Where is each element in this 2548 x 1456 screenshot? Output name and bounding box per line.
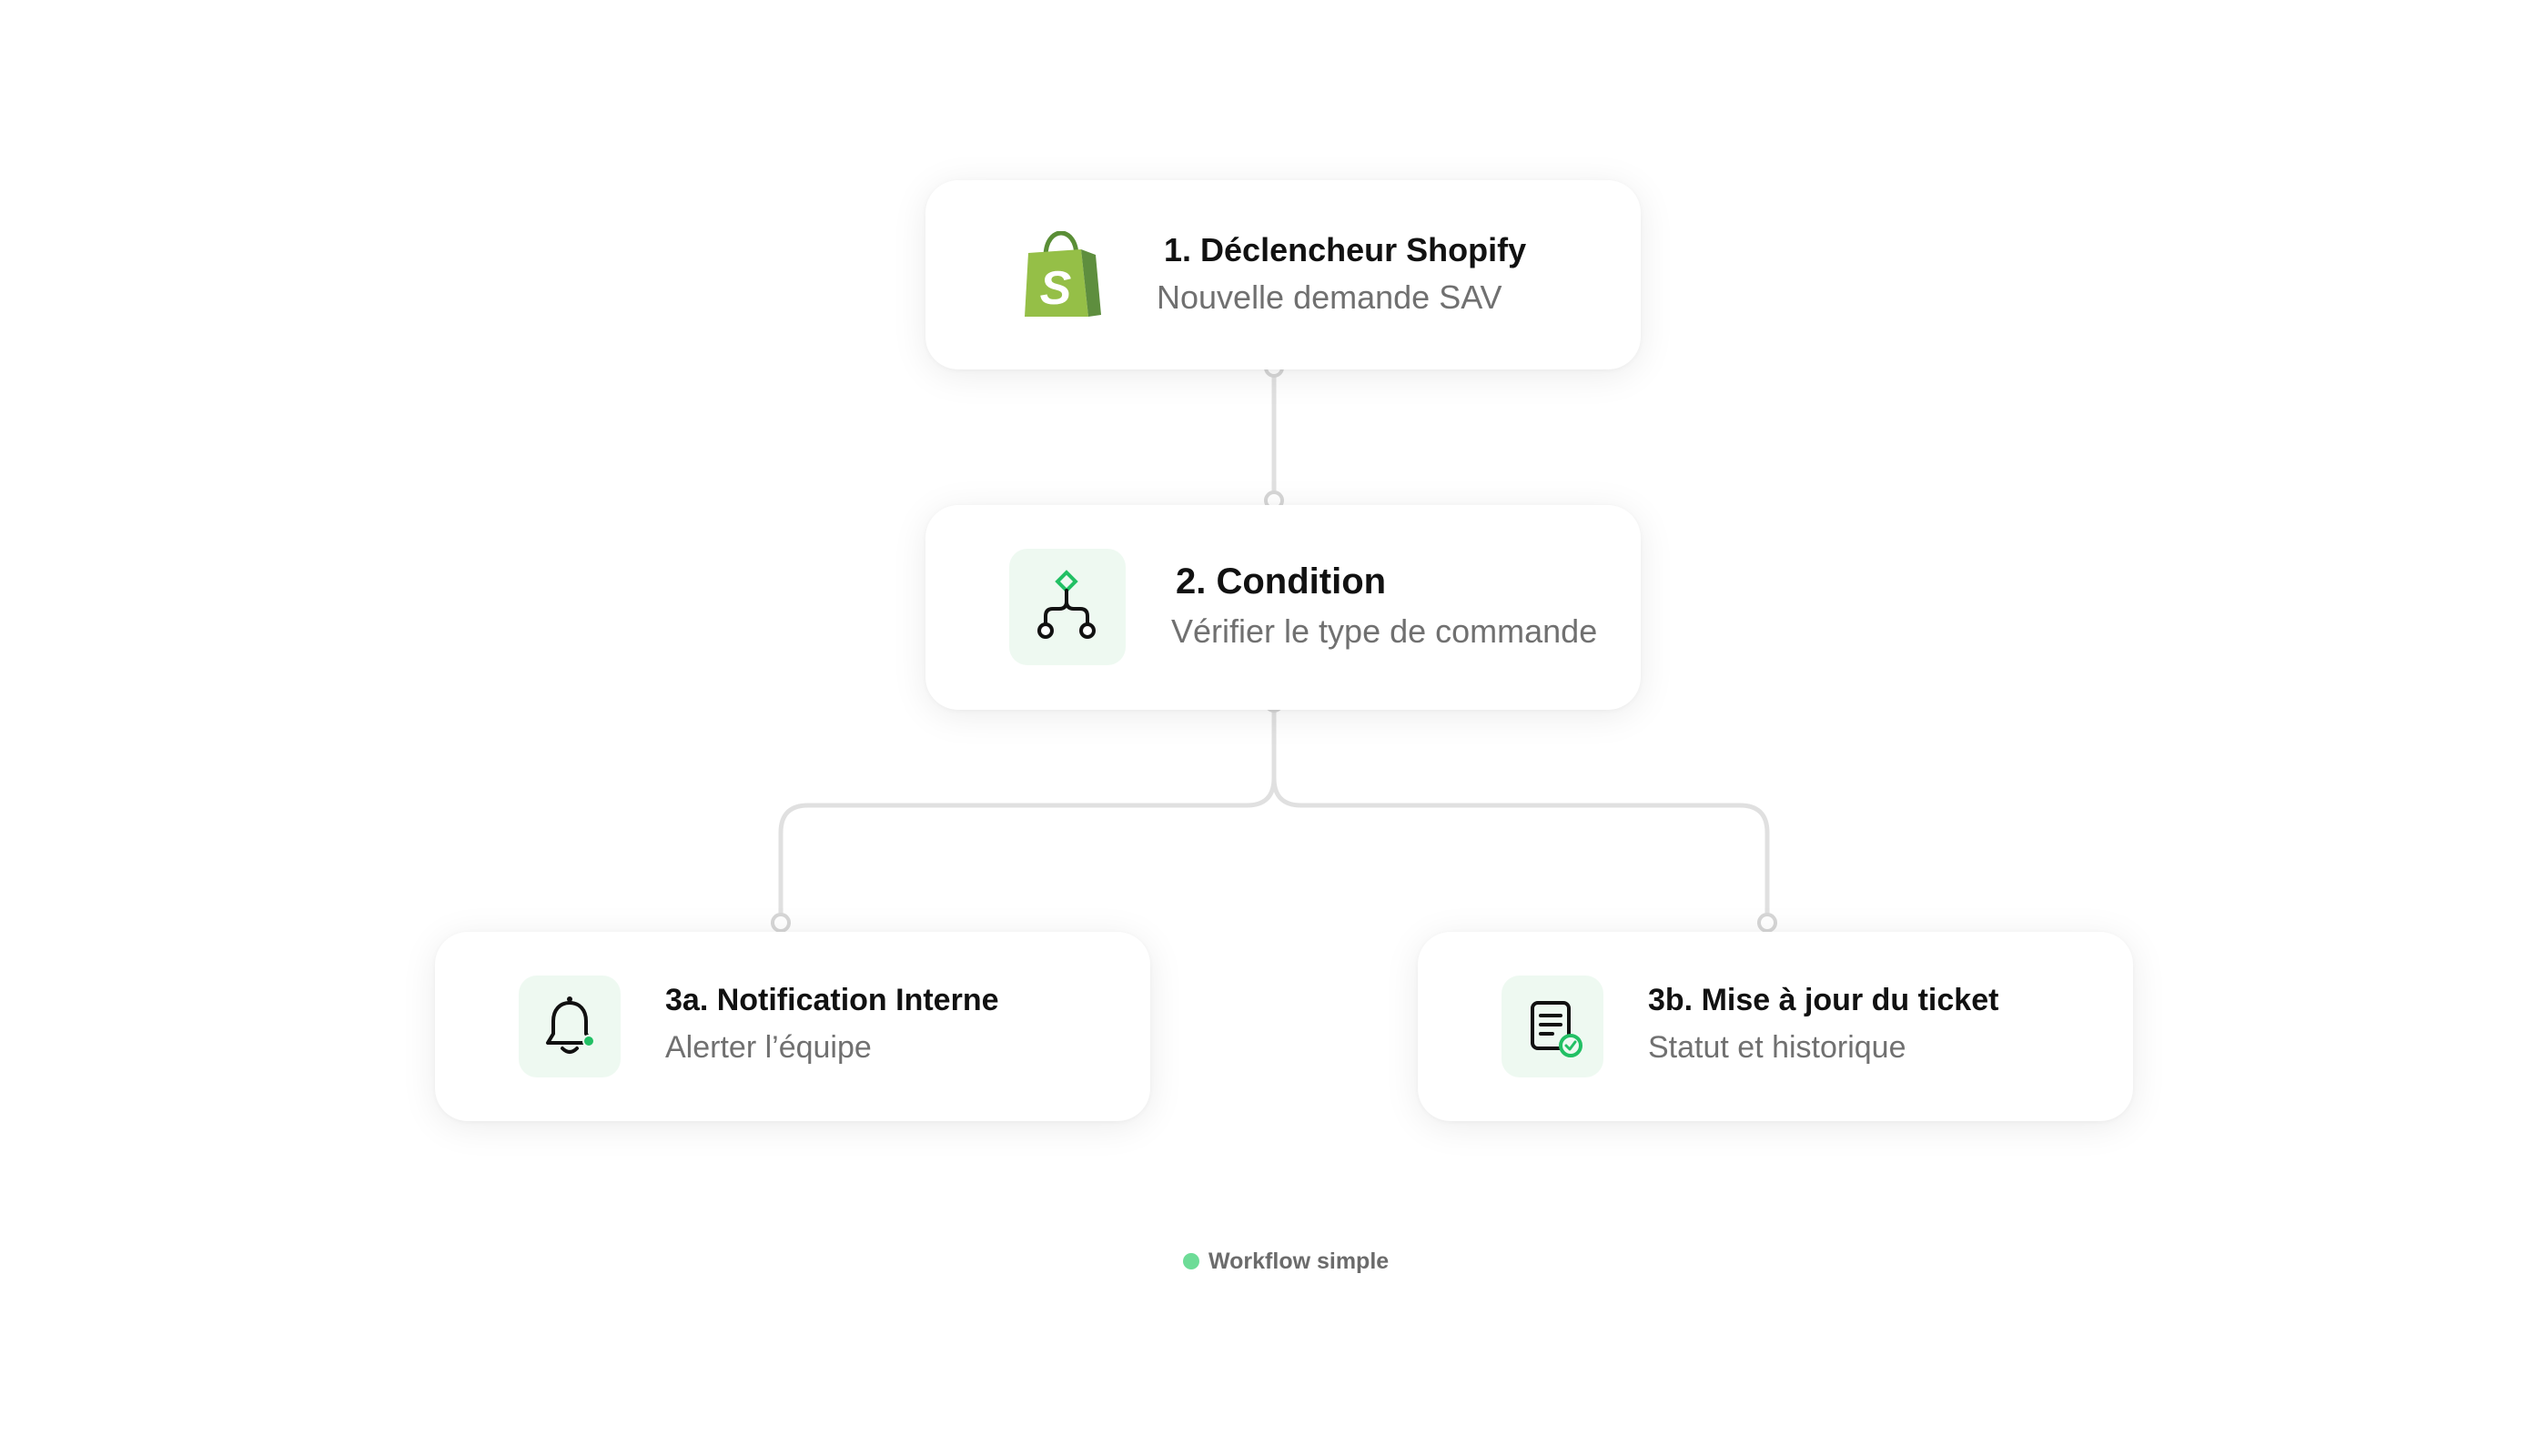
workflow-status-label: Workflow simple [1208, 1248, 1390, 1274]
trigger-node-title: 1. Déclencheur Shopify [1164, 231, 1527, 268]
notification-node-subtitle: Alerter l’équipe [665, 1030, 872, 1065]
trigger-node-card[interactable]: S 1. Déclencheur Shopify Nouvelle demand… [925, 180, 1641, 369]
bell-icon [519, 976, 621, 1077]
ticket-node-subtitle: Statut et historique [1648, 1030, 1906, 1065]
connector-branch-right [1271, 777, 1770, 923]
condition-node-card[interactable]: 2. Condition Vérifier le type de command… [925, 505, 1641, 710]
connector-port-notification-in [771, 913, 791, 933]
svg-text:S: S [1040, 262, 1072, 315]
notification-node-card[interactable]: 3a. Notification Interne Alerter l’équip… [435, 932, 1150, 1121]
workflow-status: Workflow simple [1183, 1248, 1389, 1275]
document-check-icon [1502, 976, 1603, 1077]
shopify-bag-icon: S [1021, 231, 1101, 320]
connector-branch-left [778, 703, 1277, 923]
ticket-node-card[interactable]: 3b. Mise à jour du ticket Statut et hist… [1418, 932, 2133, 1121]
connector-port-ticket-in [1757, 913, 1777, 933]
condition-node-title: 2. Condition [1176, 561, 1387, 602]
status-dot-icon [1183, 1253, 1199, 1269]
trigger-node-subtitle: Nouvelle demande SAV [1157, 278, 1502, 316]
ticket-node-title: 3b. Mise à jour du ticket [1648, 983, 1999, 1017]
condition-node-subtitle: Vérifier le type de commande [1171, 612, 1598, 650]
notification-node-title: 3a. Notification Interne [665, 983, 999, 1017]
branch-icon [1009, 549, 1126, 665]
